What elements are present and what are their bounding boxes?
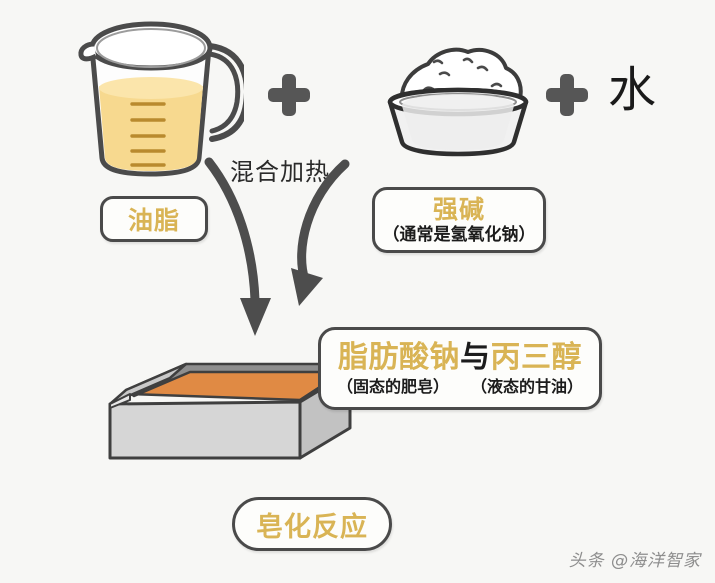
product-conjunction: 与 — [460, 340, 491, 374]
product-sub-1: （固态的肥皂） — [336, 378, 449, 396]
watermark-text: 头条 @海洋智家 — [568, 551, 701, 571]
measuring-cup-icon — [72, 8, 244, 180]
curved-arrow-down-right-icon — [291, 159, 350, 306]
products-title-line: 脂肪酸钠与丙三醇 — [338, 341, 582, 375]
products-sublabels: （固态的肥皂） （液态的甘油） — [337, 378, 583, 397]
strong-base-label-text: 强碱 — [432, 195, 485, 224]
mix-and-heat-caption: 混合加热 — [230, 158, 330, 186]
saponification-label-box[interactable]: 皂化反应 — [232, 497, 392, 551]
water-label: 水 — [608, 62, 657, 118]
curved-arrow-down-left-icon — [204, 157, 271, 336]
product-name-2: 丙三醇 — [490, 340, 582, 374]
strong-base-sublabel-text: （通常是氢氧化钠） — [382, 224, 536, 244]
saponification-label-text: 皂化反应 — [256, 511, 368, 542]
process-arrows — [195, 150, 395, 350]
products-label-box[interactable]: 脂肪酸钠与丙三醇 （固态的肥皂） （液态的甘油） — [318, 327, 602, 410]
oil-label-text: 油脂 — [127, 207, 180, 235]
strong-base-label-box[interactable]: 强碱 （通常是氢氧化钠） — [372, 187, 546, 253]
product-sub-2: （液态的甘油） — [471, 378, 584, 396]
plus-icon-1 — [268, 74, 310, 116]
product-name-1: 脂肪酸钠 — [338, 340, 460, 374]
bowl-of-granules-icon — [378, 40, 538, 158]
oil-label-box[interactable]: 油脂 — [100, 196, 208, 242]
plus-icon-2 — [546, 74, 588, 116]
